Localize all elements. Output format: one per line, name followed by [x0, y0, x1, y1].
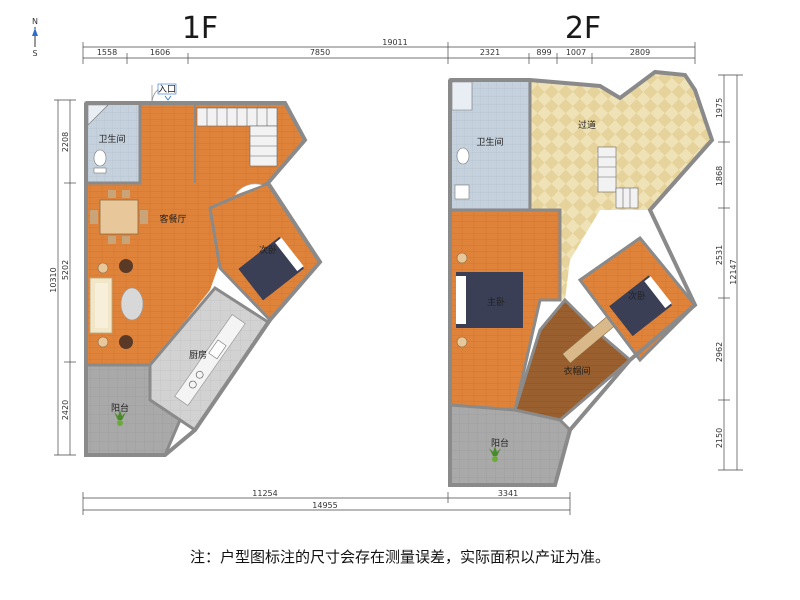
bedroom-door-icon	[234, 183, 263, 196]
dim-top-total: 19011	[382, 38, 407, 47]
plant-icon-2f	[489, 446, 501, 462]
stair-icon	[196, 107, 278, 167]
sofa-icon	[89, 277, 113, 334]
room-label-bedroom-2f: 次卧	[628, 290, 646, 302]
dim-top-2f-3: 1007	[566, 48, 586, 57]
bed-icon-2f	[609, 275, 673, 337]
balcony-2f	[448, 403, 572, 487]
dim-right-3: 2531	[715, 245, 724, 265]
dim-bottom-1f: 11254	[252, 489, 277, 498]
room-label-corridor: 过道	[578, 119, 596, 131]
kitchen-counter-icon	[174, 313, 246, 407]
compass-north-label: N	[32, 17, 38, 26]
floor-2-title: 2F	[565, 11, 601, 46]
coffee-table-icon	[120, 287, 144, 321]
entrance-arrow-icon	[164, 95, 172, 101]
floor-1-walls	[84, 101, 323, 457]
corridor-2f	[530, 72, 712, 300]
dim-right-5: 2150	[715, 428, 724, 448]
compass: N S	[32, 17, 38, 58]
room-label-balcony-1f: 阳台	[111, 402, 129, 414]
toilet-icon	[93, 149, 107, 174]
dim-top-2f-4: 2809	[630, 48, 650, 57]
dim-top-1f-3: 7850	[310, 48, 330, 57]
right-dimensions	[718, 74, 743, 471]
bed-icon	[238, 236, 305, 301]
floor-2-walls	[448, 69, 715, 487]
floor-1-plan: 卫生间 入口 客餐厅	[84, 83, 323, 457]
nightstand-icon	[456, 252, 468, 348]
room-label-bedroom-1f: 次卧	[259, 244, 277, 256]
left-dimensions	[54, 99, 76, 456]
dim-top-2f-1: 2321	[480, 48, 500, 57]
room-label-bathroom-2f: 卫生间	[476, 136, 503, 148]
dim-top-1f-2: 1606	[150, 48, 170, 57]
floor-1-title: 1F	[182, 11, 218, 46]
room-label-master-bedroom: 主卧	[487, 296, 505, 308]
disclaimer-note: 注：户型图标注的尺寸会存在测量误差，实际面积以产证为准。	[189, 548, 610, 566]
room-label-kitchen: 厨房	[189, 349, 207, 361]
bed-icon-master	[456, 272, 523, 328]
bottom-dimensions	[82, 492, 571, 515]
sink-icon	[454, 184, 470, 200]
dining-table-icon	[90, 190, 148, 244]
side-table-icon	[97, 262, 109, 348]
floor-2-plan: 过道 卫生间 主卧 衣帽间	[448, 69, 715, 487]
dim-left-3: 2420	[61, 400, 70, 420]
dim-right-total: 12147	[729, 259, 738, 284]
room-label-living-dining: 客餐厅	[159, 213, 186, 225]
dim-left-2: 5202	[61, 260, 70, 280]
plant-icon	[114, 410, 126, 426]
top-dimensions	[82, 42, 696, 64]
compass-south-label: S	[32, 49, 37, 58]
room-label-cloakroom: 衣帽间	[563, 365, 590, 377]
dim-top-1f-1: 1558	[97, 48, 117, 57]
dim-right-1: 1975	[715, 98, 724, 118]
entrance-door-icon	[151, 83, 177, 104]
shower-icon-2f	[451, 81, 473, 111]
compass-arrow-icon	[32, 28, 38, 36]
dim-bottom-total: 14955	[312, 501, 337, 510]
dim-left-1: 2208	[61, 132, 70, 152]
toilet-icon-2f	[456, 147, 470, 165]
room-label-bathroom-1f: 卫生间	[98, 133, 125, 145]
dim-right-2: 1868	[715, 166, 724, 186]
dim-bottom-2f: 3341	[498, 489, 518, 498]
room-label-balcony-2f: 阳台	[491, 437, 509, 449]
dim-left-total: 10310	[49, 267, 58, 292]
dim-right-4: 2962	[715, 342, 724, 362]
armchair-icon	[119, 259, 133, 349]
stair-icon-2f	[597, 146, 639, 209]
entrance-label: 入口	[158, 84, 176, 95]
dim-top-2f-2: 899	[536, 48, 551, 57]
